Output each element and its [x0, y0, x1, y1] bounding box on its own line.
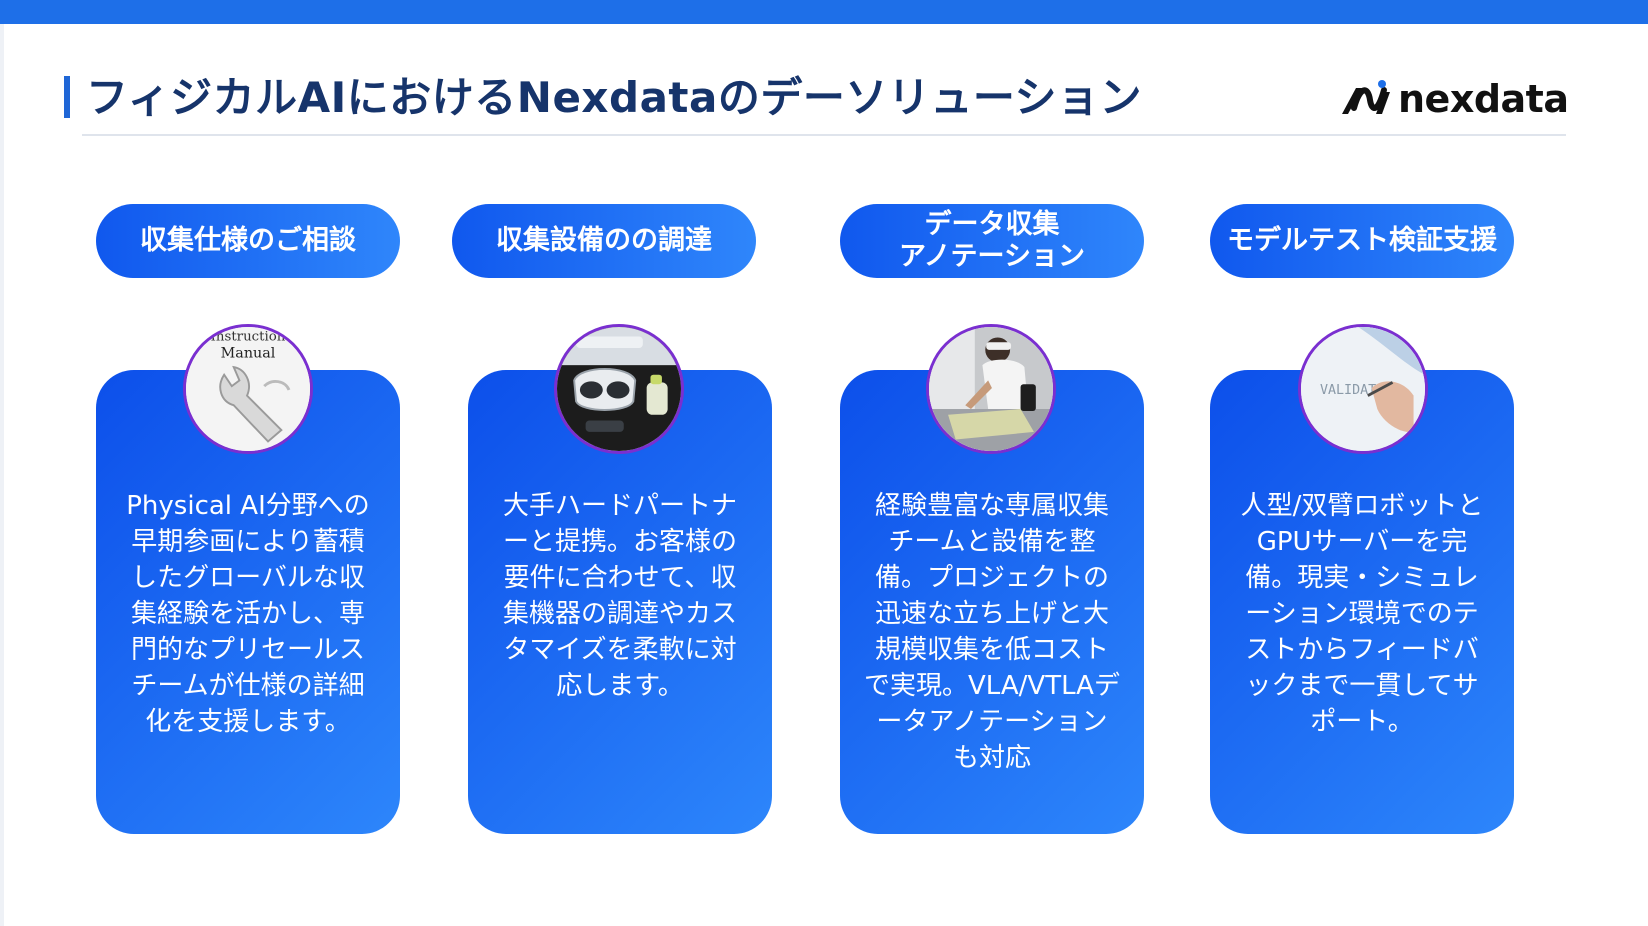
pill-model-test: モデルテスト検証支援 — [1210, 204, 1514, 278]
manual-text-line1: Instruction — [211, 329, 286, 344]
instruction-manual-wrench-icon: Instruction Manual — [183, 324, 313, 454]
left-edge-strip — [0, 24, 4, 926]
pill-label: 収集設備のの調達 — [496, 225, 712, 256]
logo-text: nexdata — [1398, 77, 1569, 121]
nexdata-logo: nexdata — [1338, 77, 1569, 121]
vr-headset-equipment-icon — [554, 324, 684, 454]
page-title: フィジカルAIにおけるNexdataのデーソリューション — [86, 73, 1143, 122]
card-description: Physical AI分野への早期参画により蓄積したグローバルな収集経験を活かし… — [126, 491, 370, 737]
pill-label: モデルテスト検証支援 — [1227, 225, 1497, 256]
card-description: 人型/双臂ロボットとGPUサーバーを完備。現実・シミュレーション環境でのテストか… — [1240, 491, 1484, 737]
title-divider — [82, 134, 1566, 136]
manual-text-line2: Manual — [221, 346, 276, 362]
pill-label-line2: アノテーション — [898, 241, 1086, 272]
card-data-annotation: 経験豊富な専属収集チームと設備を整備。プロジェクトの迅速な立ち上げと大規模収集を… — [840, 370, 1144, 834]
card-description: 経験豊富な専属収集チームと設備を整備。プロジェクトの迅速な立ち上げと大規模収集を… — [864, 491, 1120, 773]
pill-spec-consultation: 収集仕様のご相談 — [96, 204, 400, 278]
card-description: 大手ハードパートナーと提携。お客様の要件に合わせて、収集機器の調達やカスタマイズ… — [502, 491, 737, 701]
pill-label-line1: データ収集 — [924, 209, 1060, 240]
pill-data-annotation: データ収集 アノテーション — [840, 204, 1144, 278]
pill-label: 収集仕様のご相談 — [140, 225, 356, 256]
top-accent-bar — [0, 0, 1648, 24]
pill-equipment-procurement: 収集設備のの調達 — [452, 204, 756, 278]
title-accent-bar — [64, 76, 70, 118]
nexdata-logo-icon — [1342, 80, 1390, 114]
worker-with-headset-icon — [926, 324, 1056, 454]
validation-writing-hand-icon: VALIDATION — [1298, 324, 1428, 454]
